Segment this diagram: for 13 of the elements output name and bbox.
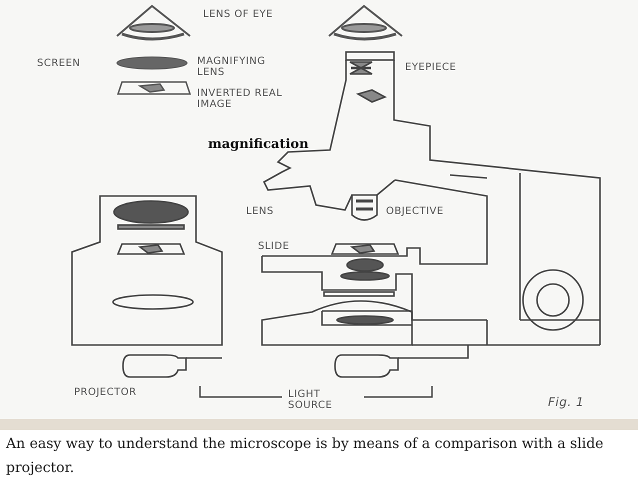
part-label: INVERTED REAL IMAGE xyxy=(197,88,284,110)
annotation-text: magnification xyxy=(208,139,309,150)
part-label: LIGHT SOURCE xyxy=(288,389,334,411)
part-label: OBJECTIVE xyxy=(386,206,444,217)
part-label: SLIDE xyxy=(258,241,290,252)
part-label: LENS xyxy=(246,206,274,217)
part-label: MAGNIFYING LENS xyxy=(197,56,267,78)
part-label: EYEPIECE xyxy=(405,62,456,73)
caption: An easy way to understand the microscope is by means of a comparison with a slide projector. xyxy=(0,430,638,479)
part-label: PROJECTOR xyxy=(74,387,137,398)
part-label: SCREEN xyxy=(37,58,80,69)
part-label: LENS OF EYE xyxy=(203,9,273,20)
figure-number: Fig. 1 xyxy=(548,397,584,408)
